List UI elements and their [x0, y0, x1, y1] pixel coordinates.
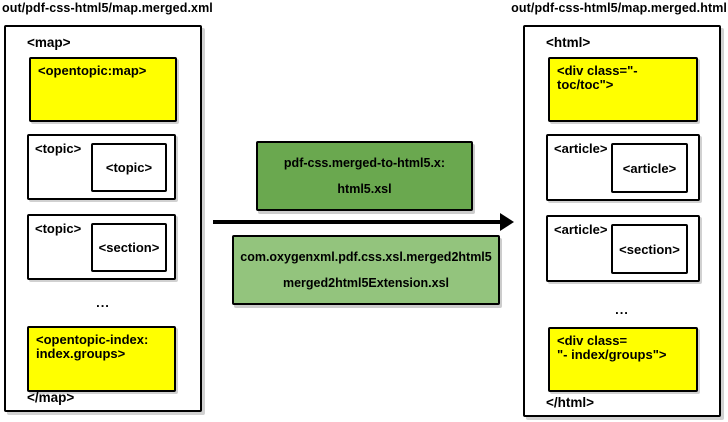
map-close-tag: </map> — [27, 390, 75, 405]
stylesheet-label-line1: pdf-css.merged-to-html5.x: — [283, 155, 446, 170]
nested-article-label: <article> — [622, 160, 677, 176]
index-groups-label-line1: <div class= — [557, 333, 628, 348]
arrow-head-icon — [500, 213, 514, 231]
transform-arrow-line — [213, 220, 502, 224]
nested-article-box: <article> — [611, 143, 688, 193]
html-file-panel: <html> <div class="- toc/toc"> <article>… — [523, 25, 721, 417]
opentopic-index-label-line1: <opentopic-index: — [36, 332, 149, 347]
stylesheet-box: pdf-css.merged-to-html5.x: html5.xsl — [256, 141, 473, 211]
toc-div-box: <div class="- toc/toc"> — [548, 57, 698, 122]
nested-section-label-right: <section> — [619, 241, 680, 257]
extension-label-line2: merged2html5Extension.xsl — [282, 276, 450, 291]
map-open-tag: <map> — [27, 35, 71, 50]
ellipsis-left: ... — [96, 295, 110, 310]
nested-section-label: <section> — [98, 240, 160, 255]
opentopic-index-box: <opentopic-index: index.groups> — [27, 326, 176, 392]
ellipsis-right: ... — [615, 302, 629, 317]
index-groups-div-box: <div class= "- index/groups"> — [548, 327, 698, 392]
nested-section-box: <section> — [91, 223, 167, 272]
article-box-2: <article> <section> — [546, 215, 700, 282]
right-file-title: out/pdf-css-html5/map.merged.html — [511, 1, 727, 15]
html-open-tag: <html> — [546, 35, 591, 50]
left-file-title: out/pdf-css-html5/map.merged.xml — [2, 1, 213, 15]
opentopic-map-box: <opentopic:map> — [29, 57, 177, 122]
toc-div-label: <div class="- toc/toc"> — [557, 63, 638, 92]
nested-section-box-right: <section> — [611, 224, 688, 274]
article-box-1: <article> <article> — [546, 134, 700, 201]
article-box-1-label: <article> — [554, 141, 608, 156]
topic-box-1-label: <topic> — [35, 141, 82, 156]
opentopic-map-label: <opentopic:map> — [38, 63, 147, 78]
article-box-2-label: <article> — [554, 222, 608, 237]
xml-file-panel: <map> <opentopic:map> <topic> <topic> <t… — [4, 25, 202, 412]
opentopic-index-label-line2: index.groups> — [36, 346, 126, 361]
html-close-tag: </html> — [546, 395, 595, 410]
nested-topic-box: <topic> — [91, 143, 167, 192]
topic-box-1: <topic> <topic> — [27, 134, 176, 200]
topic-box-2-label: <topic> — [35, 221, 82, 236]
extension-label-line1: com.oxygenxml.pdf.css.xsl.merged2html5 — [240, 249, 492, 264]
stylesheet-label-line2: html5.xsl — [337, 182, 392, 197]
topic-box-2: <topic> <section> — [27, 214, 176, 280]
index-groups-label-line2: "- index/groups"> — [557, 347, 667, 362]
nested-topic-label: <topic> — [105, 160, 153, 175]
extension-box: com.oxygenxml.pdf.css.xsl.merged2html5 m… — [232, 235, 500, 305]
